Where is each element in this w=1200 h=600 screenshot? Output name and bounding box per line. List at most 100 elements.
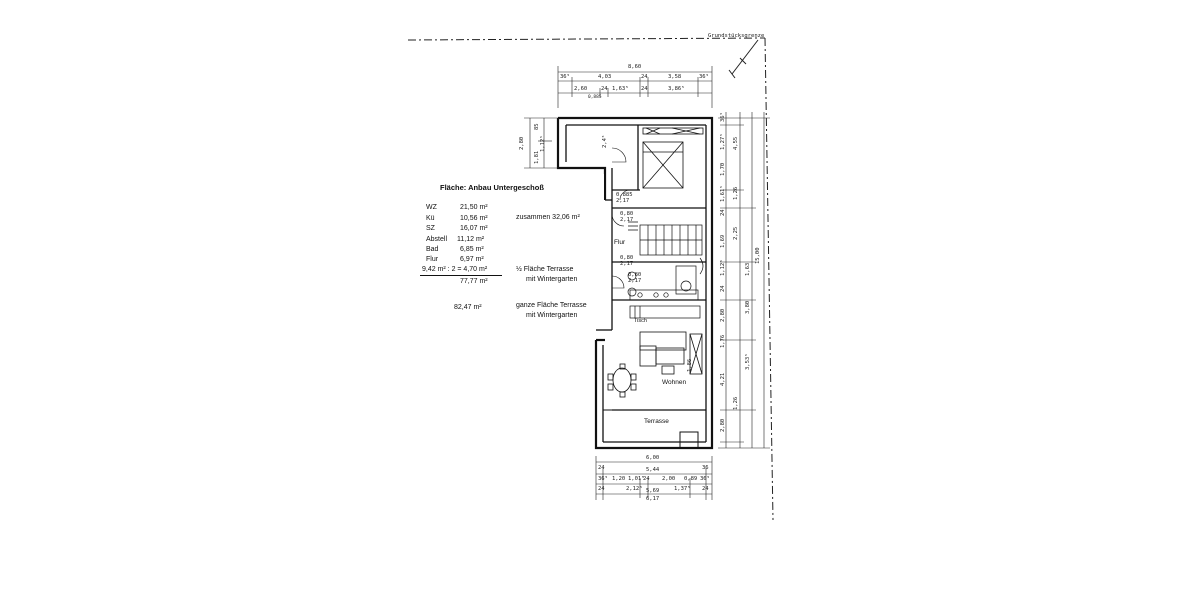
dim-top2-1: 2,60 xyxy=(574,86,588,92)
row-label-sz: SZ xyxy=(426,225,435,232)
outer-walls xyxy=(556,116,714,450)
dim-top-total: 8,60 xyxy=(628,64,642,70)
dim-bottom2-4: 24 xyxy=(643,476,650,482)
room-label-wohnen: Wohnen xyxy=(662,379,687,386)
dim-right-a1: 36⁵ xyxy=(720,112,726,122)
half-terrace-note-2: mit Wintergarten xyxy=(526,276,578,283)
dim-bottom-3: 36 xyxy=(702,465,709,471)
right-dimension-lines xyxy=(718,112,770,449)
dim-right-b7: 1,26 xyxy=(733,396,739,410)
dim-right-a4: 1,61⁵ xyxy=(720,185,726,202)
dim-left-4: 85 xyxy=(534,123,540,130)
mark-2: 2,17 xyxy=(616,198,630,204)
dim-bottom-1: 24 xyxy=(598,465,605,471)
room-label-tisch: Tisch xyxy=(634,318,647,324)
dim-left-3: 1,12⁵ xyxy=(540,135,546,152)
dim-right-a5: 24 xyxy=(720,209,726,216)
room-height-1: 2,4⁵ xyxy=(602,134,608,148)
dim-bottom-total: 6,00 xyxy=(646,455,660,461)
dim-right-b4: 1,63 xyxy=(745,262,751,276)
mark-6: 2,17 xyxy=(620,261,634,267)
half-terrace-note-1: ½ Fläche Terrasse xyxy=(516,266,574,273)
dim-bottom2-3: 1,01⁵ xyxy=(628,476,645,482)
dim-right-a7: 1,12⁵ xyxy=(720,259,726,276)
row-value-wz: 21,50 m² xyxy=(460,204,488,211)
dim-top-5: 36⁵ xyxy=(699,74,709,80)
dim-right-a2: 1,27⁵ xyxy=(720,133,726,150)
bathroom-fixtures xyxy=(627,257,704,297)
dim-top-2: 4,03 xyxy=(598,74,612,80)
dim-right-a10: 1,76 xyxy=(720,334,726,348)
bed xyxy=(642,127,704,189)
row-value-kue: 10,56 m² xyxy=(460,215,488,222)
mark-5: 0,80 xyxy=(620,255,634,261)
dim-right-b1: 4,55 xyxy=(733,136,739,150)
boundary-label: Grundstücksgrenze xyxy=(708,33,765,39)
dim-top-4: 3,58 xyxy=(668,74,682,80)
row-value-abstell: 11,12 m² xyxy=(457,236,485,243)
sum-note: zusammen 32,06 m² xyxy=(516,214,580,221)
dim-right-a12: 2,80 xyxy=(720,418,726,432)
full-terrace-note-1: ganze Fläche Terrasse xyxy=(516,302,587,309)
dim-right-b5: 3,80 xyxy=(745,300,751,314)
row-label-wz: WZ xyxy=(426,204,437,211)
dim-bottom3-5: 24 xyxy=(702,486,709,492)
property-boundary xyxy=(407,37,774,521)
dim-right-a9: 2,80 xyxy=(720,308,726,322)
dim-left-1: 2,80 xyxy=(519,136,525,150)
dim-top-3: 24 xyxy=(641,74,648,80)
dim-right-a11: 4,21 xyxy=(720,372,726,386)
row-label-kue: Kü xyxy=(426,215,435,222)
row-value-bad: 6,85 m² xyxy=(460,246,484,253)
dim-left-2: 1,81 xyxy=(534,150,540,164)
dim-top2-5: 3,86⁵ xyxy=(668,86,685,92)
area-table: Fläche: Anbau Untergeschoß WZ 21,50 m² K… xyxy=(408,174,604,324)
dim-right-a6: 1,69 xyxy=(720,234,726,248)
dim-right-b2: 1,26 xyxy=(733,186,739,200)
mark-7: 0,80 xyxy=(628,272,642,278)
dim-top2-3: 1,63⁵ xyxy=(612,86,629,92)
dim-bottom3-3: 5,69 xyxy=(646,488,660,494)
dim-bottom3-1: 24 xyxy=(598,486,605,492)
dim-bottom3-2: 2,12⁵ xyxy=(626,486,643,492)
room-label-terrasse: Terrasse xyxy=(644,418,669,425)
sum-rule xyxy=(420,275,502,276)
dim-top2-4: 24 xyxy=(641,86,648,92)
dim-bottom3-4: 1,37⁵ xyxy=(674,486,691,492)
dim-bottom2-2: 1,20 xyxy=(612,476,626,482)
room-height-2: 1,86 xyxy=(687,358,693,372)
left-dimension-lines xyxy=(524,117,558,169)
full-terrace-note-2: mit Wintergarten xyxy=(526,312,578,319)
dim-top-1: 36⁵ xyxy=(560,74,570,80)
area-table-title: Fläche: Anbau Untergeschoß xyxy=(440,183,544,192)
top-dimension-lines xyxy=(557,66,713,108)
dim-bottom2-6: 0,89 xyxy=(684,476,698,482)
dim-bottom-2: 5,44 xyxy=(646,467,660,473)
living-room-furniture xyxy=(607,331,703,398)
row-value-sz: 16,07 m² xyxy=(460,225,488,232)
dim-right-a3: 1,70 xyxy=(720,162,726,176)
mark-4: 2,17 xyxy=(620,217,634,223)
dim-bottom2-1: 36⁵ xyxy=(598,476,608,482)
mark-3: 0,80 xyxy=(620,211,634,217)
row-label-bad: Bad xyxy=(426,246,439,253)
terrace-calculation: 9,42 m² : 2 = 4,70 m² xyxy=(422,266,488,273)
dim-top2-2: 24 xyxy=(601,86,608,92)
mark-8: 2,17 xyxy=(628,278,642,284)
kitchen-counter xyxy=(629,289,701,319)
dim-right-total: 15,00 xyxy=(755,247,761,264)
total-full-terrace: 82,47 m² xyxy=(454,304,482,311)
row-value-flur: 6,97 m² xyxy=(460,256,484,263)
row-label-abstell: Abstell xyxy=(426,236,448,243)
bottom-dimension-lines xyxy=(595,456,713,500)
row-label-flur: Flur xyxy=(426,256,439,263)
dim-top-sub: 0,885 xyxy=(588,95,602,100)
staircase xyxy=(628,221,703,256)
dim-bottom-sub: 6,17 xyxy=(646,496,660,502)
total-half-terrace: 77,77 m² xyxy=(460,278,488,285)
dim-bottom2-5: 2,00 xyxy=(662,476,676,482)
dim-right-a8: 24 xyxy=(720,285,726,292)
terrace-details xyxy=(603,409,706,449)
doors xyxy=(611,147,631,289)
